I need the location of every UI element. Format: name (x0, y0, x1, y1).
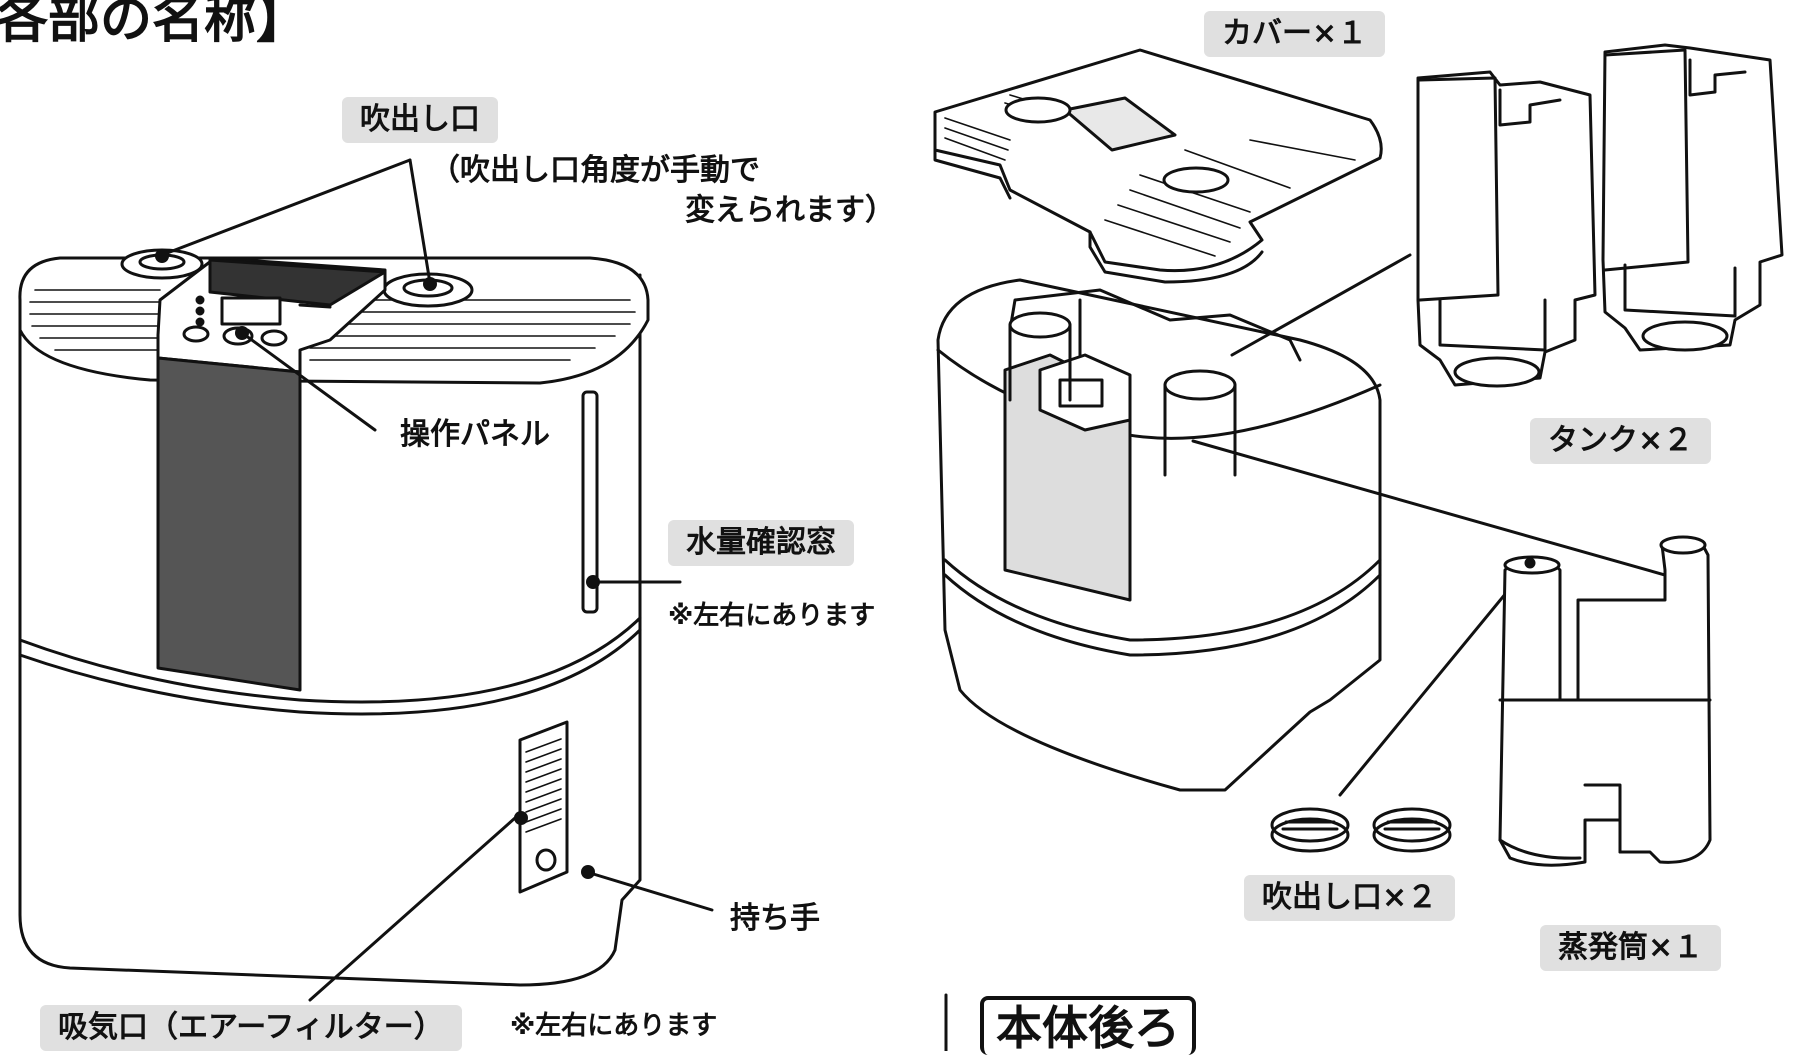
outlet-parts-label: 吹出し口×２ (1244, 875, 1456, 921)
base-unit (936, 253, 1702, 797)
water-window-label: 水量確認窓 (668, 520, 854, 566)
control-panel-label: 操作パネル (400, 417, 550, 452)
humidifier-main-unit (18, 158, 714, 1002)
outlet-disks (1270, 807, 1452, 853)
cover-label: カバー×１ (1204, 11, 1386, 57)
outlet-note-line-2: 変えられます） (685, 193, 895, 228)
evaporator-label: 蒸発筒×１ (1540, 925, 1722, 971)
air-intake-note: ※左右にあります (510, 1011, 718, 1041)
air-intake-label: 吸気口（エアーフィルター） (40, 1005, 462, 1051)
water-window-note: ※左右にあります (668, 601, 876, 631)
outlet-label: 吹出し口 (342, 97, 498, 143)
tank-left (1416, 70, 1597, 388)
cover-part (933, 48, 1383, 284)
tank-right (1601, 43, 1784, 352)
tank-label: タンク×２ (1530, 418, 1712, 464)
rear-view-title: 本体後ろ (980, 996, 1196, 1055)
handle-label: 持ち手 (730, 901, 820, 936)
page-title: 各部の名称】 (0, 0, 309, 50)
outlet-note-line-1: （吹出し口角度が手動で (430, 153, 760, 188)
evaporator-part (1498, 535, 1712, 867)
